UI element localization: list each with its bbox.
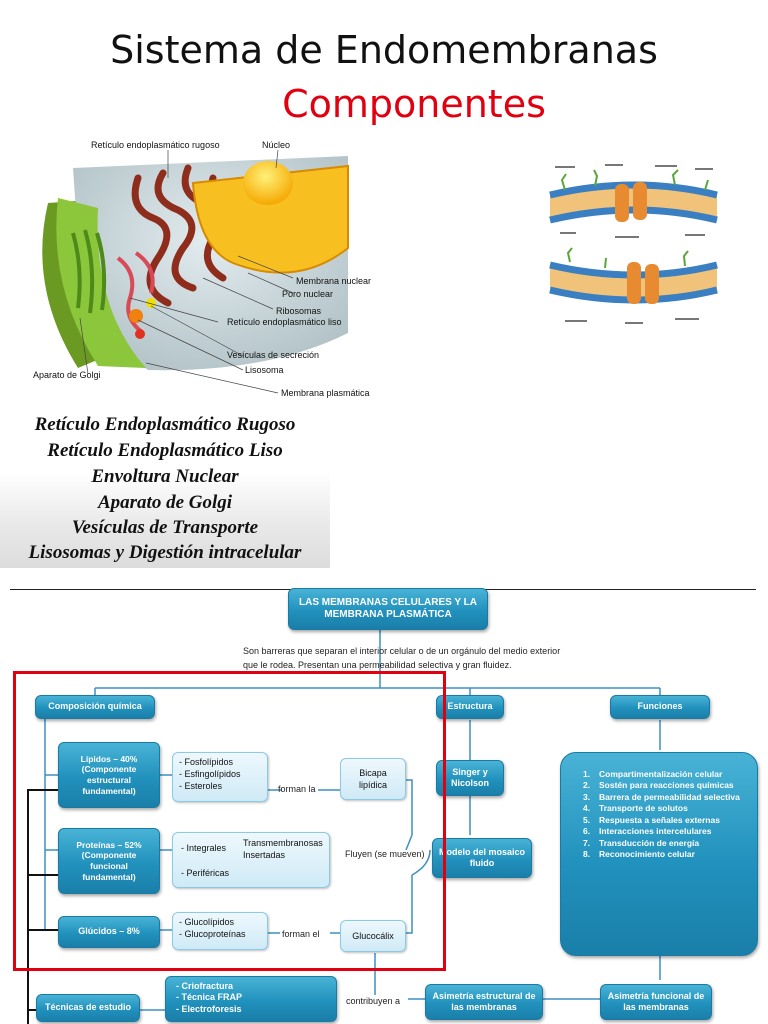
label-membrana-nuclear: Membrana nuclear [296,276,372,286]
glucidos-items-box: - Glucolípidos - Glucoproteínas [172,912,268,950]
lipidos-box: Lípidos – 40% (Componente estructural fu… [58,742,160,808]
component-item: Retículo Endoplasmático Liso [47,440,283,461]
bilayer-fine-print [555,164,713,324]
nucleus-envelope [191,164,349,274]
funcion-item: 6.Interacciones intercelulares [583,826,712,837]
tecnica-item: - Criofractura [176,981,234,991]
forman-el-text: forman el [282,929,320,939]
insertadas-text: Insertadas [243,850,286,860]
tecnica-item: - Técnica FRAP [176,992,243,1003]
component-item: Envoltura Nuclear [91,466,239,487]
nucleolus [243,161,293,205]
tecnica-item: - Electroforesis [176,1003,242,1014]
glucidos-item: - Glucolípidos [179,917,235,927]
label-rer: Retículo endoplasmático rugoso [91,140,220,150]
bilayer-top [549,169,718,224]
bilayer-bottom [549,247,718,304]
label-ribosomas: Ribosomas [276,306,322,316]
vesicle-1 [146,298,156,308]
lisosoma-shape [129,309,143,323]
label-golgi: Aparato de Golgi [33,370,101,380]
proteinas-integrales: - Integrales [181,843,227,853]
lipidos-item: - Esteroles [179,781,223,792]
glucocalix-box: Glucocálix [340,920,406,952]
contribuyen-text: contribuyen a [346,996,401,1006]
vesicle-2 [135,329,145,339]
funciones-list: 1.Compartimentalización celular 2.Sostén… [583,769,740,861]
asimetria-estructural-box: Asimetría estructural de las membranas [425,984,543,1020]
golgi-stacks [71,229,107,314]
lipidos-item: - Esfingolípidos [179,769,241,780]
label-lisosoma: Lisosoma [245,365,284,375]
tecnicas-items-box: - Criofractura - Técnica FRAP - Electrof… [165,976,337,1022]
bicapa-box: Bicapa lipídica [340,758,406,800]
asimetria-funcional-box: Asimetría funcional de las membranas [600,984,712,1020]
page-title: Sistema de Endomembranas [110,28,658,72]
component-item: Vesículas de Transporte [71,517,259,538]
component-item: Lisosomas y Digestión intracelular [28,542,302,563]
funcion-item: 2.Sostén para reacciones químicas [583,780,734,791]
map-intro-text: Son barreras que separan el interior cel… [243,646,561,670]
concept-map-connectors [27,630,661,1024]
branch-estructura: Estructura [436,695,504,719]
lipidos-items-box: - Fosfolípidos - Esfingolípidos - Estero… [172,752,268,802]
label-membrana-plasmatica: Membrana plasmática [281,388,370,398]
fluyen-text: Fluyen (se mueven) [345,849,425,859]
branch-funciones: Funciones [610,695,710,719]
golgi-zone [56,198,147,368]
mosaico-box: Modelo del mosaico fluido [432,838,532,878]
proteinas-perifericas: - Periféricas [181,868,230,878]
funcion-item: 7.Transducción de energía [583,837,700,848]
funcion-item: 5.Respuesta a señales externas [583,814,720,825]
funciones-box: 1.Compartimentalización celular 2.Sostén… [560,752,758,956]
highlight-rectangle [13,671,446,971]
component-list-panel [0,408,330,568]
page-subtitle: Componentes [282,82,546,126]
lipidos-item: - Fosfolípidos [179,757,234,767]
tecnicas-box: Técnicas de estudio [36,994,140,1022]
component-item: Retículo Endoplasmático Rugoso [34,414,296,435]
leader-lines [79,149,294,394]
component-item: Aparato de Golgi [97,492,233,513]
glucidos-box: Glúcidos – 8% [58,916,160,948]
funcion-item: 1.Compartimentalización celular [583,769,723,779]
label-poro-nuclear: Poro nuclear [282,289,334,299]
bilayer-illustration [549,164,718,324]
proteinas-box: Proteínas – 52% (Componente funcional fu… [58,828,160,894]
forman-la-text: forman la [278,784,316,794]
glucidos-item: - Glucoproteínas [179,929,246,940]
funcion-item: 3.Barrera de permeabilidad selectiva [583,791,740,802]
funcion-item: 4.Transporte de solutos [583,803,688,814]
funcion-item: 8.Reconocimiento celular [583,849,695,860]
label-rel: Retículo endoplasmático liso [227,317,342,327]
branch-composicion: Composición química [35,695,155,719]
transmembranosas-text: Transmembranosas [243,838,323,848]
proteinas-items-box: - Integrales Transmembranosas Insertadas… [172,832,330,888]
cell-diagram [42,149,349,394]
label-vesiculas: Vesículas de secreción [227,350,320,360]
singer-box: Singer y Nicolson [436,760,504,796]
map-header-box: LAS MEMBRANAS CELULARES Y LA MEMBRANA PL… [288,588,488,630]
label-nucleo: Núcleo [262,140,291,150]
